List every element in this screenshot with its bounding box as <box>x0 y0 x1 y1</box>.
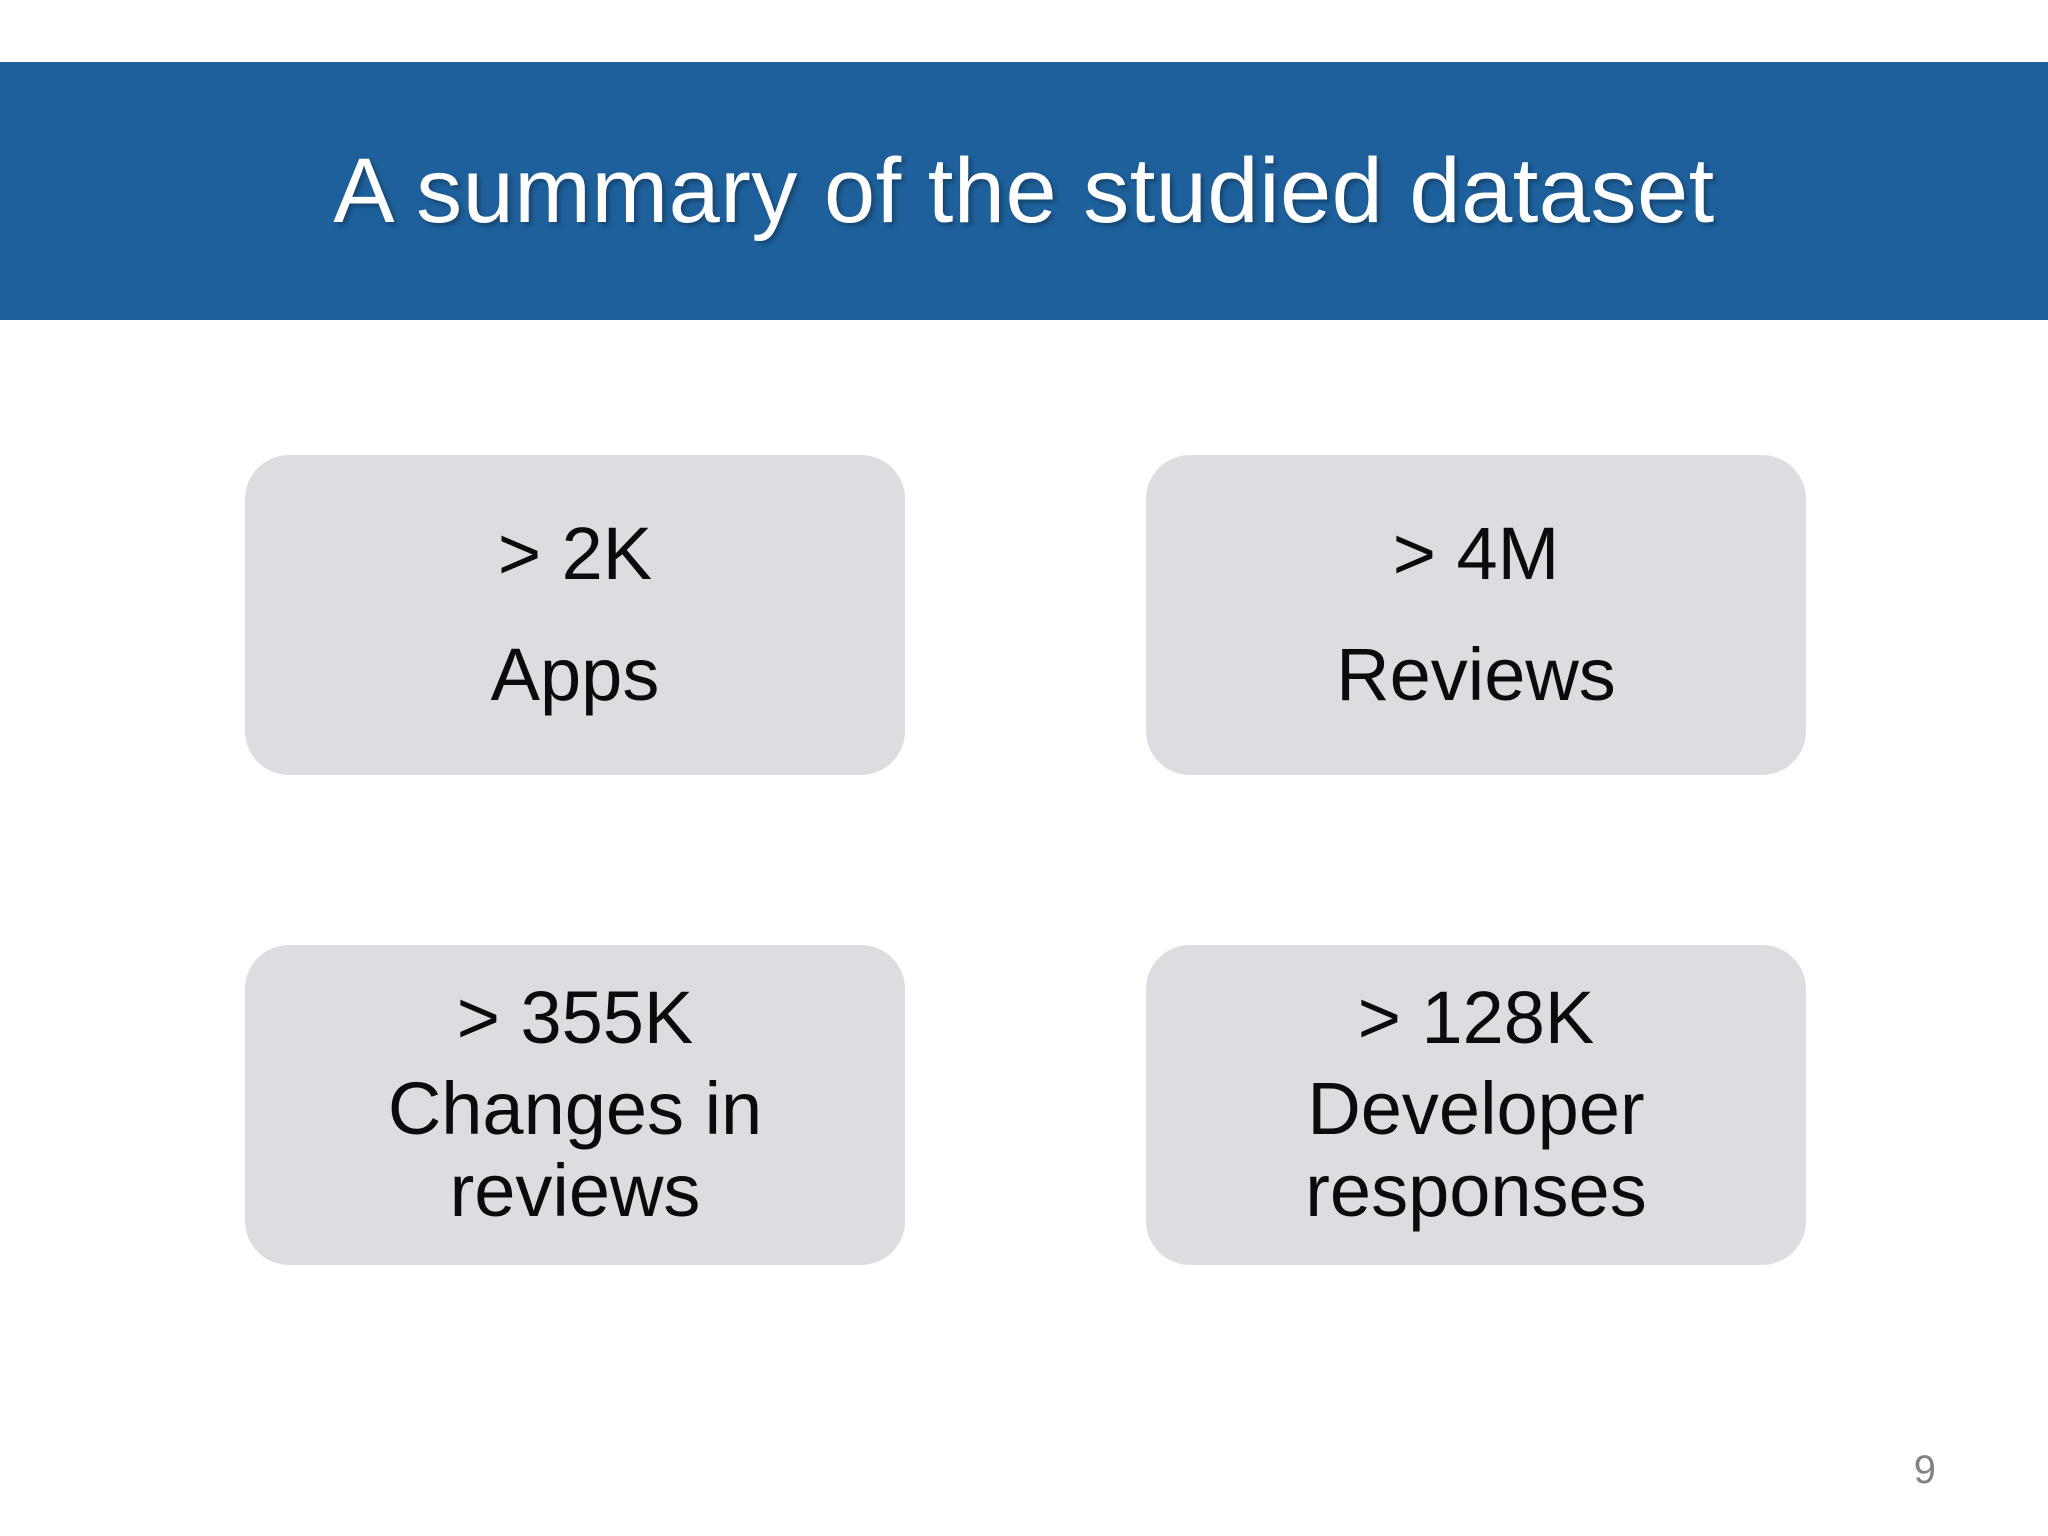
stat-box-changes-in-reviews: > 355K Changes in reviews <box>245 945 905 1265</box>
page-number: 9 <box>1913 1448 1936 1492</box>
stat-label-apps: Apps <box>490 633 660 716</box>
title-band: A summary of the studied dataset <box>0 62 2048 320</box>
stat-box-apps: > 2K Apps <box>245 455 905 775</box>
stat-label-developer-responses: Developer responses <box>1305 1066 1647 1233</box>
stat-value-reviews: > 4M <box>1392 512 1560 596</box>
stats-grid: > 2K Apps > 4M Reviews > 355K Changes in… <box>245 455 1806 1265</box>
stat-label-reviews: Reviews <box>1336 633 1616 716</box>
stat-value-changes-in-reviews: > 355K <box>456 975 694 1059</box>
stat-box-reviews: > 4M Reviews <box>1146 455 1806 775</box>
stat-value-apps: > 2K <box>497 512 653 596</box>
stat-box-developer-responses: > 128K Developer responses <box>1146 945 1806 1265</box>
stat-value-developer-responses: > 128K <box>1357 975 1595 1059</box>
slide-title: A summary of the studied dataset <box>333 139 1715 242</box>
stat-label-changes-in-reviews: Changes in reviews <box>387 1066 763 1233</box>
